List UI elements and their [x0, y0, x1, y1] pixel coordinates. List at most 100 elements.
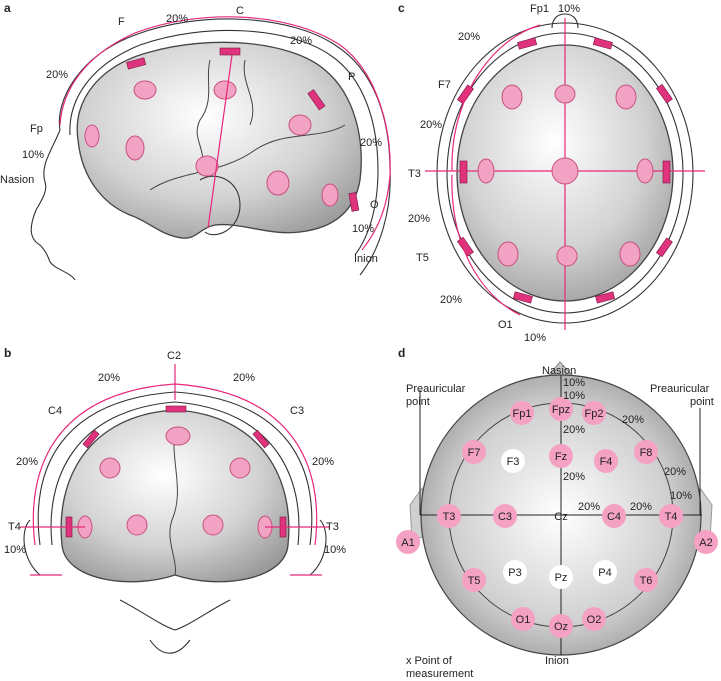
panel-d-electrode-label: O2 — [587, 614, 602, 626]
panel-c-marker — [662, 160, 671, 184]
panel-c-pct: 10% — [524, 332, 546, 344]
panel-d-pct: 20% — [622, 414, 644, 426]
panel-d-inion: Inion — [545, 655, 569, 667]
panel-d-electrode-label: A2 — [699, 537, 712, 549]
panel-a-marker — [307, 89, 326, 111]
panel-d-pct: 20% — [630, 501, 652, 513]
panel-d-nasion: Nasion — [542, 365, 576, 377]
panel-a-label-P: P — [348, 71, 355, 83]
panel-c-nose — [551, 13, 579, 29]
panel-d-electrode — [634, 568, 658, 592]
panel-a-sulcus-1 — [196, 59, 211, 176]
panel-a-electrode — [84, 124, 100, 148]
panel-b-marker — [82, 429, 100, 449]
panel-a-pct: 10% — [22, 149, 44, 161]
panel-c-marker — [655, 83, 673, 104]
panel-b-label-C4: C4 — [48, 405, 62, 417]
panel-b-pct: 20% — [233, 372, 255, 384]
panel-d-electrode — [594, 449, 618, 473]
panel-b-pct: 10% — [324, 544, 346, 556]
panel-d-legend-2: measurement — [406, 668, 473, 680]
panel-d-electrode-label: T3 — [443, 511, 456, 523]
panel-d-pct: 10% — [563, 390, 585, 402]
panel-c-label-T3: T3 — [408, 168, 421, 180]
panel-d-electrode-label: Oz — [554, 621, 568, 633]
panel-c-electrode — [477, 158, 495, 184]
panel-d-electrode-label: F3 — [507, 456, 520, 468]
panel-a-skull-inner — [69, 29, 379, 256]
panel-d-electrode-label: C3 — [498, 511, 512, 523]
panel-a-label-F: F — [118, 16, 125, 28]
panel-b-fissure — [169, 429, 178, 576]
panel-a-electrode — [213, 80, 237, 100]
panel-c-electrode — [554, 84, 576, 104]
panel-d-electrode-label: T6 — [640, 575, 653, 587]
panel-d-electrode — [549, 444, 573, 468]
panel-d-preauric-left-1: Preauricular — [406, 383, 466, 395]
panel-d-preauric-right-2: point — [690, 396, 714, 408]
panel-d-electrode — [659, 504, 683, 528]
panel-c-marker — [459, 160, 468, 184]
panel-b-label-T3: T3 — [326, 521, 339, 533]
panel-d-legend-1: x Point of — [406, 655, 453, 667]
panel-c-pct: 20% — [458, 31, 480, 43]
panel-a-electrode — [321, 183, 339, 207]
panel-d-electrode-label: Pz — [555, 572, 568, 584]
panel-c-arc — [451, 174, 521, 316]
panel-d-electrode — [462, 440, 486, 464]
panel-d-electrode — [503, 560, 527, 584]
panel-c-electrode — [497, 241, 519, 267]
panel-a-label-inion: Inion — [354, 253, 378, 265]
panel-d-electrode-label: P3 — [508, 567, 521, 579]
panel-b-marker — [165, 405, 187, 413]
panel-d-electrode — [493, 504, 517, 528]
panel-a-pct: 20% — [290, 35, 312, 47]
panel-d-electrode — [602, 504, 626, 528]
panel-a-electrode — [288, 114, 312, 136]
panel-d-electrode-label: A1 — [401, 537, 414, 549]
panel-c-electrode — [501, 84, 523, 110]
panel-d-pct: 10% — [563, 377, 585, 389]
panel-c-electrode — [636, 158, 654, 184]
panel-d-electrode-label: Fp2 — [585, 408, 604, 420]
panel-b-electrode — [126, 514, 148, 536]
panel-c-electrode — [619, 241, 641, 267]
panel-d-electrode-label: P4 — [598, 567, 611, 579]
panel-a-label-nasion: Nasion — [0, 174, 34, 186]
panel-d-electrode — [549, 565, 573, 589]
panel-d-letter: d — [398, 346, 405, 360]
panel-a-electrode — [266, 170, 290, 196]
panel-a-arc — [59, 16, 391, 251]
panel-d-pct: 20% — [563, 424, 585, 436]
panel-c-marker — [592, 37, 613, 50]
panel-a-label-Fp: Fp — [30, 123, 43, 135]
panel-c-pct: 10% — [558, 3, 580, 15]
panel-b-pct: 10% — [4, 544, 26, 556]
panel-c-marker — [595, 291, 616, 304]
panel-b-label-C2: C2 — [167, 350, 181, 362]
panel-a: a F C P Fp O Nasion Inion 20 — [0, 1, 391, 281]
panel-d-electrode-label: F7 — [468, 447, 481, 459]
panel-d-electrode-label: T4 — [665, 511, 678, 523]
panel-d-electrode-label: Fpz — [552, 404, 570, 416]
panel-c-electrode — [551, 157, 579, 185]
panel-c-electrode — [615, 84, 637, 110]
panel-a-c-line — [207, 54, 233, 229]
panel-a-marker — [126, 57, 147, 70]
panel-b-pct: 20% — [98, 372, 120, 384]
panel-a-letter: a — [4, 1, 11, 15]
panel-b-brain — [60, 409, 290, 583]
panel-d-electrode — [634, 440, 658, 464]
panel-a-sulcus-2 — [149, 124, 346, 191]
panel-d-electrode — [396, 530, 420, 554]
panel-c-label-F7: F7 — [438, 79, 451, 91]
panel-d-electrode-label: C4 — [607, 511, 621, 523]
panel-d-pct: 20% — [664, 466, 686, 478]
panel-a-pct: 20% — [46, 69, 68, 81]
panel-c-label-T5: T5 — [416, 252, 429, 264]
panel-a-marker — [348, 192, 360, 212]
panel-a-label-C: C — [236, 5, 244, 17]
panel-b-electrode — [165, 426, 191, 446]
panel-b-label-T4: T4 — [8, 521, 21, 533]
